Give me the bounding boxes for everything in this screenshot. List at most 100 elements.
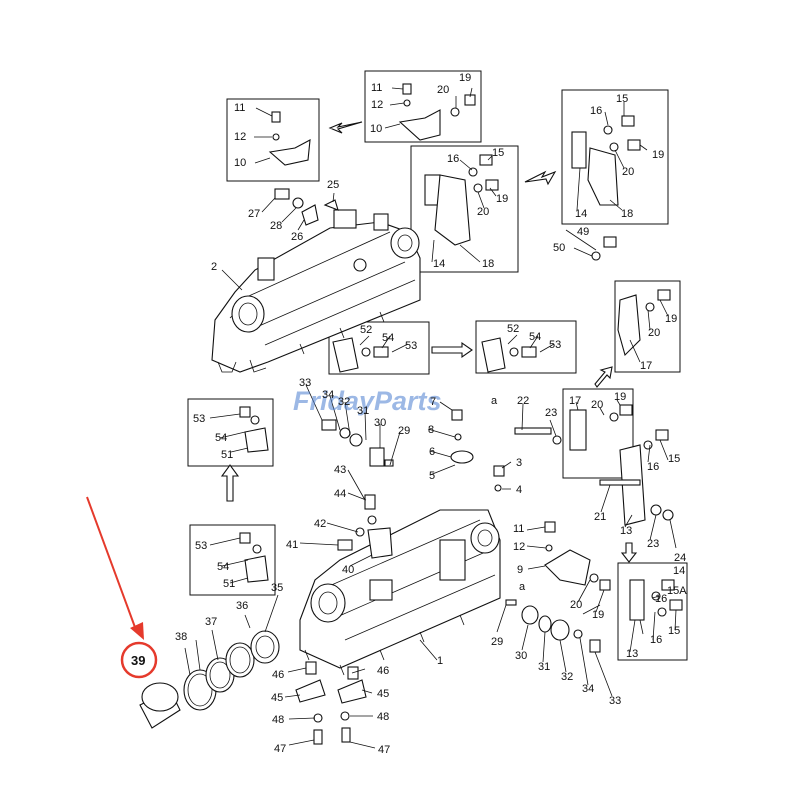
callout-30: 30	[374, 417, 386, 429]
callout-34: 34	[582, 683, 594, 695]
detail-box-plate-51-bottom	[189, 524, 276, 596]
direction-arrows	[220, 121, 638, 563]
detail-box-bracket-right	[561, 89, 669, 225]
callout-12: 12	[513, 541, 525, 553]
callout-10: 10	[234, 157, 246, 169]
callout-23: 23	[545, 407, 557, 419]
callout-48: 48	[272, 714, 284, 726]
callout-14: 14	[433, 258, 445, 270]
callout-37: 37	[205, 616, 217, 628]
callout-31: 31	[357, 405, 369, 417]
callout-41: 41	[286, 539, 298, 551]
callout-54: 54	[215, 432, 227, 444]
callout-12: 12	[234, 131, 246, 143]
detail-box-bracket-13	[617, 562, 688, 661]
callout-12: 12	[371, 99, 383, 111]
callout-16: 16	[447, 153, 459, 165]
callout-11: 11	[513, 523, 524, 535]
callout-27: 27	[248, 208, 260, 220]
detail-box-bracket-17	[614, 280, 681, 373]
callout-43: 43	[334, 464, 346, 476]
callout-29: 29	[398, 425, 410, 437]
highlight-label-39: 39	[131, 653, 145, 668]
highlight-marker: 39	[86, 496, 158, 679]
callout-42: 42	[314, 518, 326, 530]
callout-19: 19	[496, 193, 508, 205]
callout-28: 28	[270, 220, 282, 232]
callout-32: 32	[561, 671, 573, 683]
callout-16: 16	[655, 593, 667, 605]
callout-14: 14	[575, 208, 587, 220]
callout-20: 20	[437, 84, 449, 96]
ring-36	[225, 642, 255, 678]
detail-box-bracket-top	[364, 70, 482, 143]
callout-26: 26	[291, 231, 303, 243]
callout-32: 32	[338, 396, 350, 408]
callout-21: 21	[594, 511, 606, 523]
callout-38: 38	[175, 631, 187, 643]
callout-5: 5	[429, 470, 435, 482]
detail-box-bracket-center	[410, 145, 519, 273]
callout-15: 15	[492, 147, 504, 159]
callout-13: 13	[626, 648, 638, 660]
callout-47: 47	[274, 743, 286, 755]
leader-lines	[184, 87, 677, 749]
callout-16: 16	[650, 634, 662, 646]
callout-16: 16	[647, 461, 659, 473]
lower-housing	[299, 509, 501, 676]
callout-24: 24	[674, 552, 686, 564]
callout-19: 19	[614, 391, 626, 403]
callout-22: 22	[517, 395, 529, 407]
small-parts	[239, 83, 683, 745]
callout-48: 48	[377, 711, 389, 723]
callout-23: 23	[647, 538, 659, 550]
callout-8: 8	[428, 424, 434, 436]
callout-50: 50	[553, 242, 565, 254]
callout-51: 51	[221, 449, 233, 461]
callout-19: 19	[459, 72, 471, 84]
callout-4: 4	[516, 484, 522, 496]
callout-3: 3	[516, 457, 522, 469]
callout-34: 34	[322, 389, 334, 401]
callout-19: 19	[592, 609, 604, 621]
callout-20: 20	[591, 399, 603, 411]
callout-11: 11	[371, 82, 382, 94]
callout-10: 10	[370, 123, 382, 135]
callout-19: 19	[652, 149, 664, 161]
callout-52: 52	[360, 324, 372, 336]
detail-box-bracket-left	[226, 98, 320, 182]
callout-46: 46	[272, 669, 284, 681]
callout-1: 1	[437, 655, 443, 667]
callout-20: 20	[648, 327, 660, 339]
callout-15A: 15A	[667, 585, 687, 597]
callout-17: 17	[640, 360, 652, 372]
upper-housing	[211, 209, 421, 373]
callout-31: 31	[538, 661, 550, 673]
callout-54: 54	[382, 332, 394, 344]
bushing-39	[141, 682, 179, 712]
callout-20: 20	[570, 599, 582, 611]
callout-20: 20	[622, 166, 634, 178]
callout-46: 46	[377, 665, 389, 677]
callout-51: 51	[223, 578, 235, 590]
callout-6: 6	[429, 446, 435, 458]
callout-53: 53	[405, 340, 417, 352]
detail-box-plate-52-right	[475, 320, 577, 374]
callout-35: 35	[271, 582, 283, 594]
callout-53: 53	[193, 413, 205, 425]
callout-18: 18	[482, 258, 494, 270]
callout-47: 47	[378, 744, 390, 756]
callout-16: 16	[590, 105, 602, 117]
callout-labels: 11 12 10 19 20 11 12 10 27 28 26 25 2 16…	[175, 72, 687, 756]
callout-53: 53	[549, 339, 561, 351]
callout-52: 52	[507, 323, 519, 335]
callout-15: 15	[668, 453, 680, 465]
callout-19: 19	[665, 313, 677, 325]
callout-18: 18	[621, 208, 633, 220]
callout-33: 33	[609, 695, 621, 707]
callout-2: 2	[211, 261, 217, 273]
callout-15: 15	[668, 625, 680, 637]
callout-30: 30	[515, 650, 527, 662]
